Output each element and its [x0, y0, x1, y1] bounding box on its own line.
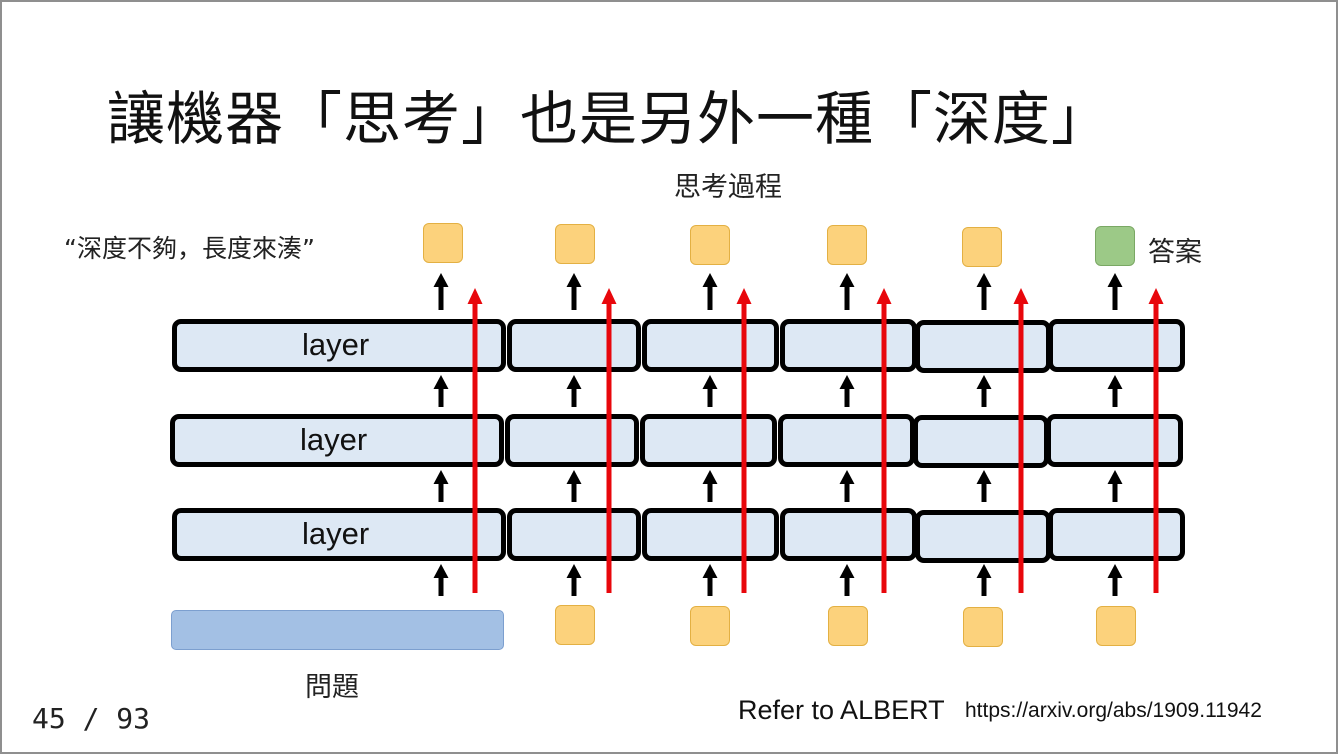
layer-block	[913, 415, 1049, 468]
layer-block	[915, 510, 1051, 563]
quote-text: “深度不夠，長度來湊”	[64, 234, 315, 263]
black-up-arrow	[433, 375, 449, 407]
layer-block	[640, 414, 777, 467]
black-up-arrow	[702, 273, 718, 310]
black-up-arrow	[976, 564, 992, 596]
reference-text: Refer to ALBERT	[738, 695, 945, 725]
layer-block	[1046, 414, 1183, 467]
input-token	[1096, 606, 1136, 646]
layer-block	[172, 508, 506, 561]
black-up-arrow	[839, 273, 855, 310]
black-up-arrow	[702, 375, 718, 407]
answer-token	[1095, 226, 1135, 266]
black-up-arrow	[566, 564, 582, 596]
layer-block	[1048, 508, 1185, 561]
black-up-arrow	[839, 470, 855, 502]
black-up-arrow	[433, 470, 449, 502]
black-up-arrow	[1107, 273, 1123, 310]
black-up-arrow	[702, 564, 718, 596]
black-up-arrow	[566, 375, 582, 407]
red-recurrent-arrow	[467, 288, 483, 593]
input-token	[963, 607, 1003, 647]
thought-token	[690, 225, 730, 265]
red-recurrent-arrow	[876, 288, 892, 593]
layer-label: layer	[302, 327, 370, 362]
layer-block	[780, 319, 917, 372]
black-up-arrow	[976, 273, 992, 310]
thought-token	[423, 223, 463, 263]
layer-block	[642, 508, 779, 561]
black-up-arrow	[1107, 564, 1123, 596]
thought-token	[827, 225, 867, 265]
layer-block	[642, 319, 779, 372]
red-recurrent-arrow	[1013, 288, 1029, 593]
black-up-arrow	[976, 375, 992, 407]
black-up-arrow	[702, 470, 718, 502]
red-recurrent-arrow	[736, 288, 752, 593]
black-up-arrow	[1107, 470, 1123, 502]
black-up-arrow	[839, 564, 855, 596]
layer-block	[780, 508, 917, 561]
answer-label: 答案	[1148, 237, 1202, 268]
layer-block	[915, 320, 1051, 373]
layer-label: layer	[302, 516, 370, 551]
input-token	[690, 606, 730, 646]
slide-title: 讓機器「思考」也是另外一種「深度」	[107, 85, 1111, 153]
black-up-arrow	[1107, 375, 1123, 407]
layer-block	[172, 319, 506, 372]
layer-block	[1048, 319, 1185, 372]
layer-label: layer	[300, 422, 368, 457]
layer-block	[778, 414, 915, 467]
layer-block	[507, 508, 641, 561]
input-token	[828, 606, 868, 646]
black-up-arrow	[839, 375, 855, 407]
black-up-arrow	[566, 273, 582, 310]
red-recurrent-arrow	[1148, 288, 1164, 593]
page-number: 45 / 93	[32, 702, 151, 735]
red-recurrent-arrow	[601, 288, 617, 593]
input-token	[555, 605, 595, 645]
question-label: 問題	[305, 672, 359, 703]
black-up-arrow	[566, 470, 582, 502]
layer-block	[170, 414, 504, 467]
thought-token	[555, 224, 595, 264]
black-up-arrow	[433, 273, 449, 310]
thinking-process-label: 思考過程	[674, 172, 782, 203]
question-input-bar	[171, 610, 504, 650]
layer-block	[507, 319, 641, 372]
black-up-arrow	[433, 564, 449, 596]
thought-token	[962, 227, 1002, 267]
black-up-arrow	[976, 470, 992, 502]
reference-url[interactable]: https://arxiv.org/abs/1909.11942	[965, 699, 1262, 722]
layer-block	[505, 414, 639, 467]
